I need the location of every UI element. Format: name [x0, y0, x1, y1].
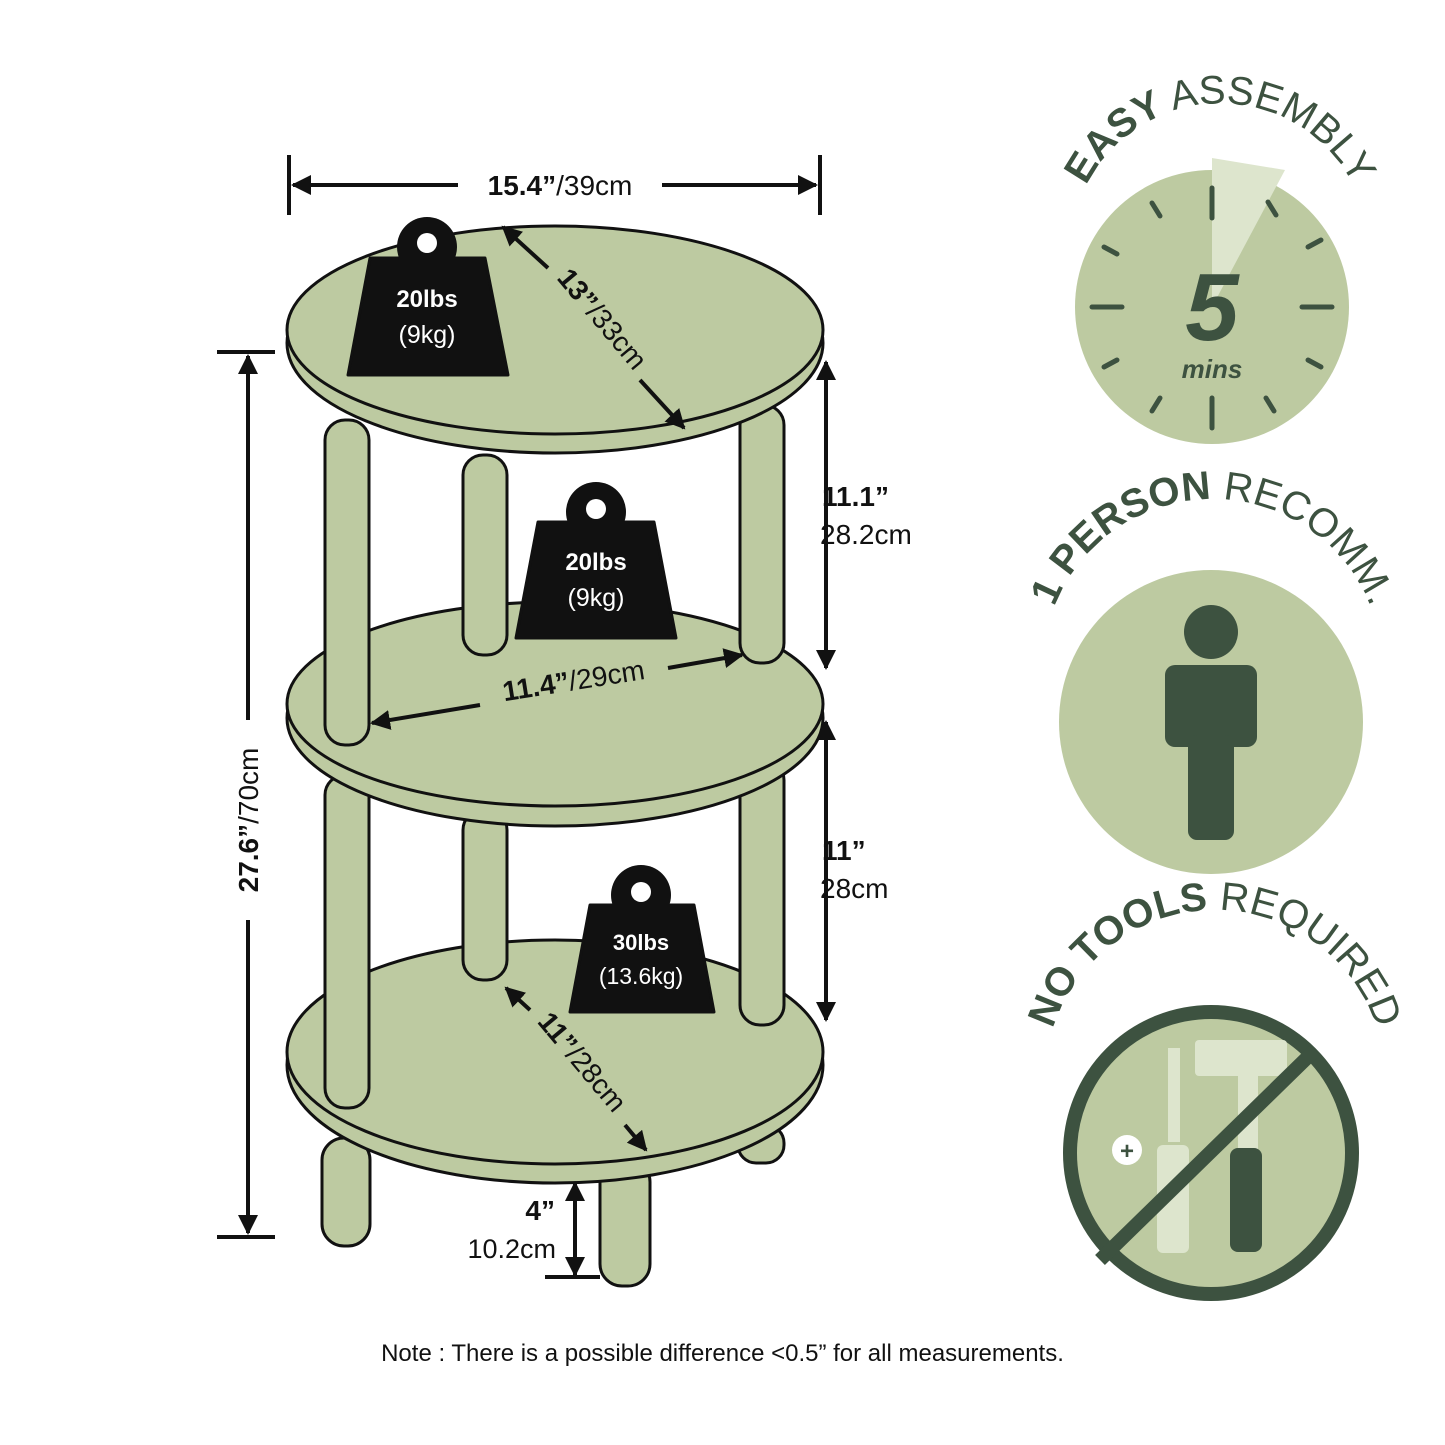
upper-gap-cm: 28.2cm — [820, 519, 912, 550]
measurement-note: Note : There is a possible difference <0… — [381, 1340, 1064, 1367]
height-label: 27.6”/70cm — [233, 748, 264, 893]
side-table-illustration — [285, 224, 825, 1288]
leg-height-cm: 10.2cm — [467, 1234, 556, 1264]
post-upper-right — [738, 403, 786, 665]
upper-gap-inch: 11.1” — [822, 481, 889, 512]
lower-gap-inch: 11” — [822, 835, 866, 866]
weight-middle: 20lbs (9kg) — [514, 482, 678, 640]
dimension-lines — [217, 155, 836, 1279]
badge-no-tools: NO TOOLS REQUIRED + — [1020, 875, 1410, 1301]
post-upper-back — [461, 453, 509, 657]
weight-top: 20lbs (9kg) — [346, 217, 510, 377]
weight-middle-kg: (9kg) — [568, 584, 625, 612]
post-lower-left — [323, 773, 371, 1110]
assembly-time-number: 5 — [1185, 254, 1240, 361]
weight-top-kg: (9kg) — [399, 321, 456, 349]
weight-top-lbs: 20lbs — [396, 286, 457, 313]
post-upper-left — [323, 418, 371, 747]
post-lower-right — [738, 758, 786, 1027]
weight-middle-lbs: 20lbs — [565, 549, 626, 576]
assembly-time-unit: mins — [1182, 354, 1243, 384]
leg-height-inch: 4” — [525, 1195, 555, 1226]
weight-bottom-lbs: 30lbs — [613, 930, 669, 955]
lower-gap-cm: 28cm — [820, 873, 888, 904]
clock-hand-sweep — [1212, 158, 1285, 307]
no-tools-icon: + — [1095, 1040, 1320, 1266]
person-icon — [1165, 605, 1257, 840]
foot-left-front — [320, 1136, 372, 1248]
post-lower-back — [461, 808, 509, 982]
badge-one-person: 1 PERSON RECOMM. — [1022, 464, 1403, 874]
weight-bottom-kg: (13.6kg) — [599, 963, 683, 989]
width-label: 15.4”/39cm — [488, 170, 633, 201]
svg-text:+: + — [1120, 1138, 1134, 1165]
badge-easy-assembly: EASY ASSEMBLY 5 mins — [1056, 68, 1384, 444]
weight-bottom: 30lbs (13.6kg) — [568, 865, 716, 1014]
